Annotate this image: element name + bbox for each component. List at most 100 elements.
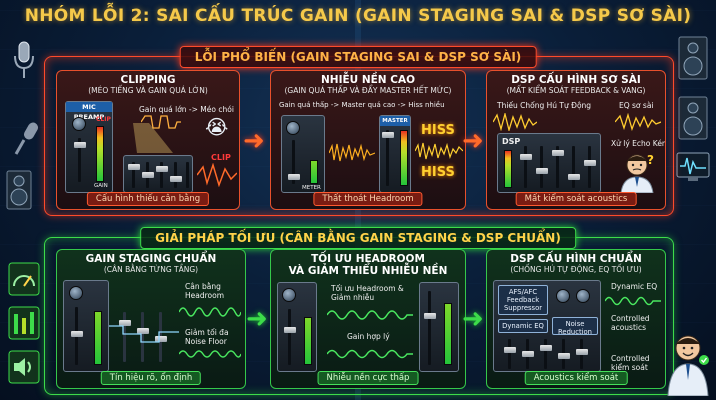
controlled-waveform (605, 296, 661, 306)
clean-waveform (327, 349, 413, 359)
distortion-spark (197, 163, 237, 187)
dsp-fader[interactable] (522, 351, 534, 357)
noise-note: Gain quá thấp -> Master quá cao -> Hiss … (279, 101, 445, 109)
noise-waveform (329, 143, 375, 162)
stage-fader[interactable] (155, 336, 167, 342)
dsp-fader[interactable] (576, 349, 588, 355)
happy-person-icon (667, 335, 709, 396)
clip-warning: CLIP (211, 153, 231, 162)
panel-title: DSP CẤU HÌNH SƠ SÀI (511, 74, 641, 86)
mixer-console (123, 155, 193, 193)
spotlight-beam (133, 123, 173, 153)
channel-strip (277, 282, 317, 372)
headroom-note: Tối ưu Headroom & Giảm nhiễu (331, 284, 404, 302)
hiss-label: HISS (421, 123, 455, 138)
panel-title: TỐI ƯU HEADROOM (311, 253, 425, 265)
dsp-knob[interactable] (576, 289, 590, 303)
dsp-fader[interactable] (540, 345, 552, 351)
dsp-fader[interactable] (536, 168, 548, 174)
dsp-unit: AFS/AFC Feedback Suppressor Dynamic EQ N… (493, 280, 601, 372)
panel-high-noise: NHIỄU NỀN CAO (GAIN QUÁ THẤP VÀ ĐẨY MAST… (270, 70, 466, 210)
master-fader: MASTER (379, 115, 411, 193)
channel-fader[interactable] (156, 166, 168, 172)
dsp-label: DSP (502, 137, 521, 146)
gain-note: Gain hợp lý (347, 332, 390, 341)
dsp-knob[interactable] (556, 289, 570, 303)
panel-footer: Thất thoát Headroom (313, 192, 423, 206)
master-fader (419, 282, 459, 372)
microphone-icon (14, 41, 34, 78)
arrow-right-icon: ➜ (462, 126, 484, 156)
panel-subtitle: (GAIN QUÁ THẤP VÀ ĐẨY MASTER HẾT MỨC) (284, 86, 452, 95)
channel-strip: METER (281, 115, 325, 193)
master-fader-knob[interactable] (424, 313, 436, 319)
fader-track (78, 138, 81, 182)
dsp-fader[interactable] (584, 160, 596, 166)
level-meter (310, 160, 318, 184)
arrow-right-icon: ➜ (246, 304, 268, 334)
dsp-fader[interactable] (558, 353, 570, 359)
gauge-icon (8, 262, 40, 296)
arrow-right-icon: ➜ (243, 126, 265, 156)
controlled-note: Controlled kiểm soát (611, 354, 650, 372)
page-title: NHÓM LỖI 2: SAI CẤU TRÚC GAIN (GAIN STAG… (24, 6, 692, 26)
microphone-icon (14, 122, 38, 155)
gain-label: GAIN (94, 183, 108, 189)
arrow-right-icon: ➜ (462, 304, 484, 334)
eq-note: EQ sơ sài (619, 101, 654, 110)
clipping-note: Gain quá lớn -> Méo chói (139, 105, 234, 114)
channel-fader[interactable] (284, 327, 296, 333)
dsp-fader[interactable] (552, 150, 564, 156)
panel-footer: Acoustics kiểm soát (524, 371, 628, 385)
feedback-suppressor-box: AFS/AFC Feedback Suppressor (498, 285, 548, 315)
solution-section-title: GIẢI PHÁP TỐI ƯU (CÂN BẰNG GAIN STAGING … (140, 227, 576, 249)
panel-gain-staging: GAIN STAGING CHUẨN (CÂN BẰNG TỪNG TẦNG) … (56, 249, 246, 389)
gain-fader[interactable] (74, 142, 86, 148)
master-meter (400, 130, 408, 186)
meter-label: METER (302, 185, 321, 191)
clean-waveform (179, 350, 241, 358)
channel-fader[interactable] (71, 331, 83, 337)
channel-fader[interactable] (170, 176, 182, 182)
master-fader-knob[interactable] (382, 132, 394, 138)
master-meter (444, 303, 452, 365)
channel-fader[interactable] (128, 164, 140, 170)
rack-label: MIC PREAMP (66, 102, 112, 121)
headroom-note: Cân bằng Headroom (185, 282, 225, 300)
gain-knob[interactable] (72, 117, 86, 131)
dsp-fader[interactable] (504, 347, 516, 353)
channel-fader[interactable] (288, 174, 300, 180)
hiss-waveform (415, 142, 463, 160)
panel-title-line2: VÀ GIẢM THIỂU NHIỄU NỀN (288, 265, 448, 277)
gain-knob[interactable] (282, 288, 296, 302)
gain-knob[interactable] (286, 121, 300, 135)
clipped-waveform (141, 115, 181, 129)
stage-fader[interactable] (137, 328, 149, 334)
dsp-fader[interactable] (568, 174, 580, 180)
crying-emoji-icon: 😭 (205, 115, 229, 139)
speaker-icon (6, 170, 32, 210)
master-label: MASTER (380, 116, 410, 126)
panel-title: DSP CẤU HÌNH CHUẨN (510, 253, 642, 265)
echo-note: Xử lý Echo Kém (611, 139, 666, 148)
level-meter (94, 311, 102, 365)
panel-subtitle: (MẤT KIỂM SOÁT FEEDBACK & VANG) (506, 86, 646, 95)
channel-fader[interactable] (142, 172, 154, 178)
feedback-note: Thiếu Chống Hú Tự Động (497, 101, 592, 110)
dsp-meter (504, 150, 512, 188)
dynamic-eq-note: Dynamic EQ (611, 282, 658, 291)
dsp-fader[interactable] (520, 154, 532, 160)
clean-waveform (179, 307, 241, 317)
gain-knob[interactable] (69, 286, 83, 300)
clip-indicator: CLIP (96, 116, 111, 123)
panel-footer: Tín hiệu rõ, ổn định (100, 371, 202, 385)
stage-fader[interactable] (119, 320, 131, 326)
hiss-label: HISS (421, 165, 455, 180)
panel-subtitle: (CHỐNG HÚ TỰ ĐỘNG, EQ TỐI ƯU) (510, 265, 642, 274)
speaker-icon (678, 36, 708, 80)
dsp-unit: DSP (497, 133, 601, 193)
panel-footer: Cấu hình thiếu cân bằng (86, 192, 210, 206)
panel-subtitle: (MÉO TIẾNG VÀ GAIN QUÁ LỚN) (88, 86, 208, 95)
volume-icon (8, 350, 40, 384)
controlled-acoustics-note: Controlled acoustics (611, 314, 650, 332)
